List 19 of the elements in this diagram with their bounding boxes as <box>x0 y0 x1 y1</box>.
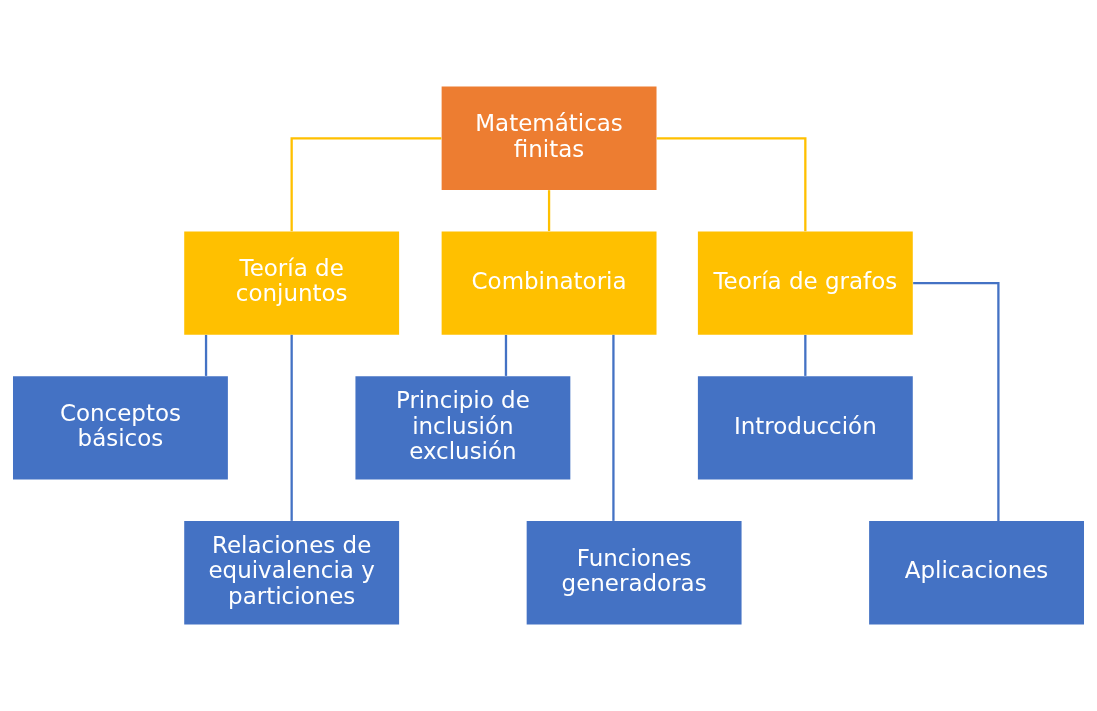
connector <box>290 137 442 232</box>
connector <box>913 281 1000 521</box>
node-box: Teoría de conjuntos <box>184 231 400 335</box>
connector <box>204 334 208 376</box>
connector <box>290 334 293 521</box>
node-box: Introducción <box>697 376 913 480</box>
connector <box>656 137 807 232</box>
connector <box>612 334 615 521</box>
node-box: Conceptos básicos <box>13 376 228 480</box>
node-box: Funciones generadoras <box>526 521 742 625</box>
node-box: Principio de inclusión exclusión <box>355 376 571 480</box>
node-box: Teoría de grafos <box>697 231 913 335</box>
node-box: Relaciones de equivalencia y particiones <box>184 521 400 625</box>
node-box: Aplicaciones <box>869 521 1084 625</box>
connector <box>547 190 551 232</box>
node-box: Matemáticas finitas <box>441 86 657 190</box>
connector <box>504 334 508 376</box>
node-box: Combinatoria <box>441 231 657 335</box>
connector <box>804 334 807 376</box>
